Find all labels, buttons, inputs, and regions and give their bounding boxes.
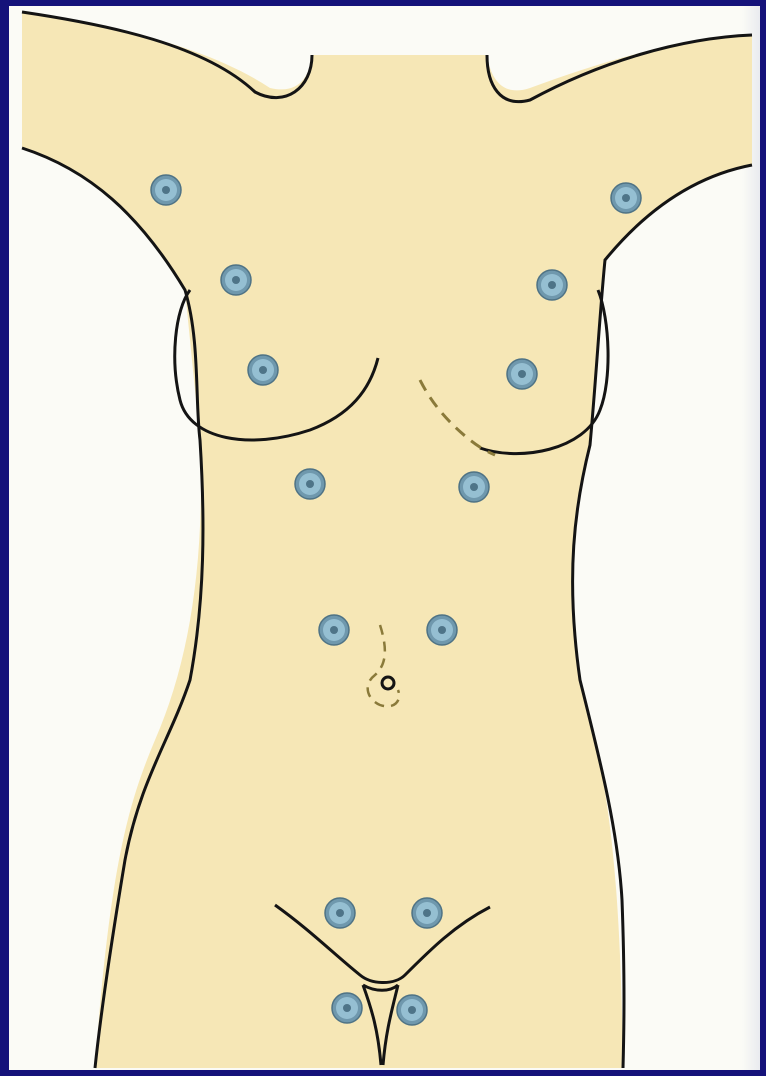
electrode-marker <box>221 265 251 295</box>
electrode-marker <box>459 472 489 502</box>
electrode-marker <box>319 615 349 645</box>
torso-silhouette <box>22 12 752 1068</box>
electrode-marker <box>397 995 427 1025</box>
electrode-marker <box>507 359 537 389</box>
electrode-marker <box>412 898 442 928</box>
electrode-marker <box>325 898 355 928</box>
electrode-marker <box>427 615 457 645</box>
electrode-marker <box>295 469 325 499</box>
electrode-marker <box>151 175 181 205</box>
electrode-marker <box>611 183 641 213</box>
electrode-marker <box>537 270 567 300</box>
electrode-marker <box>332 993 362 1023</box>
electrode-marker <box>248 355 278 385</box>
